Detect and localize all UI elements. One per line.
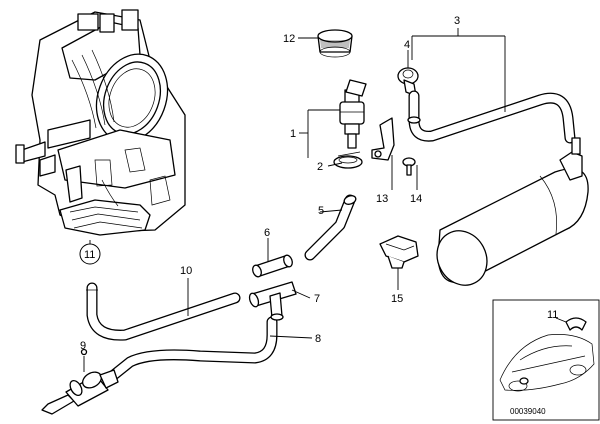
image-code: 00039040 [510,407,546,416]
injector-1 [339,79,367,149]
callout-3: 3 [454,15,460,27]
callout-9: 9 [80,340,86,352]
callout-8: 8 [315,333,321,345]
callout-11: 11 [84,249,95,261]
hose-10 [86,282,241,341]
connector-6 [252,238,293,278]
hose-5 [304,194,357,261]
canister [436,137,589,286]
callout-6: 6 [264,227,270,239]
callout-2: 2 [317,161,323,173]
inset-callout-11: 11 [547,309,558,321]
callout-7: 7 [314,293,320,305]
t-connector-7 [248,281,311,321]
callout-5: 5 [318,205,324,217]
callout-15: 15 [391,293,403,305]
inset-car-view [492,299,600,421]
ring-12 [317,29,353,58]
clip-2 [333,151,363,169]
hose-8 [104,316,278,384]
valve-9 [41,348,119,415]
callout-4: 4 [404,39,410,51]
bracket-13 [371,117,395,190]
throttle-body [15,9,186,236]
screw-14 [402,157,418,190]
callout-14: 14 [410,193,422,205]
callout-13: 13 [376,193,388,205]
callout-11-circle [79,243,101,265]
callout-10: 10 [180,265,192,277]
callout-12: 12 [283,33,295,45]
leader-lines [89,28,506,339]
hose-3 [407,90,576,144]
holder-15 [379,235,419,290]
callout-1: 1 [290,128,296,140]
